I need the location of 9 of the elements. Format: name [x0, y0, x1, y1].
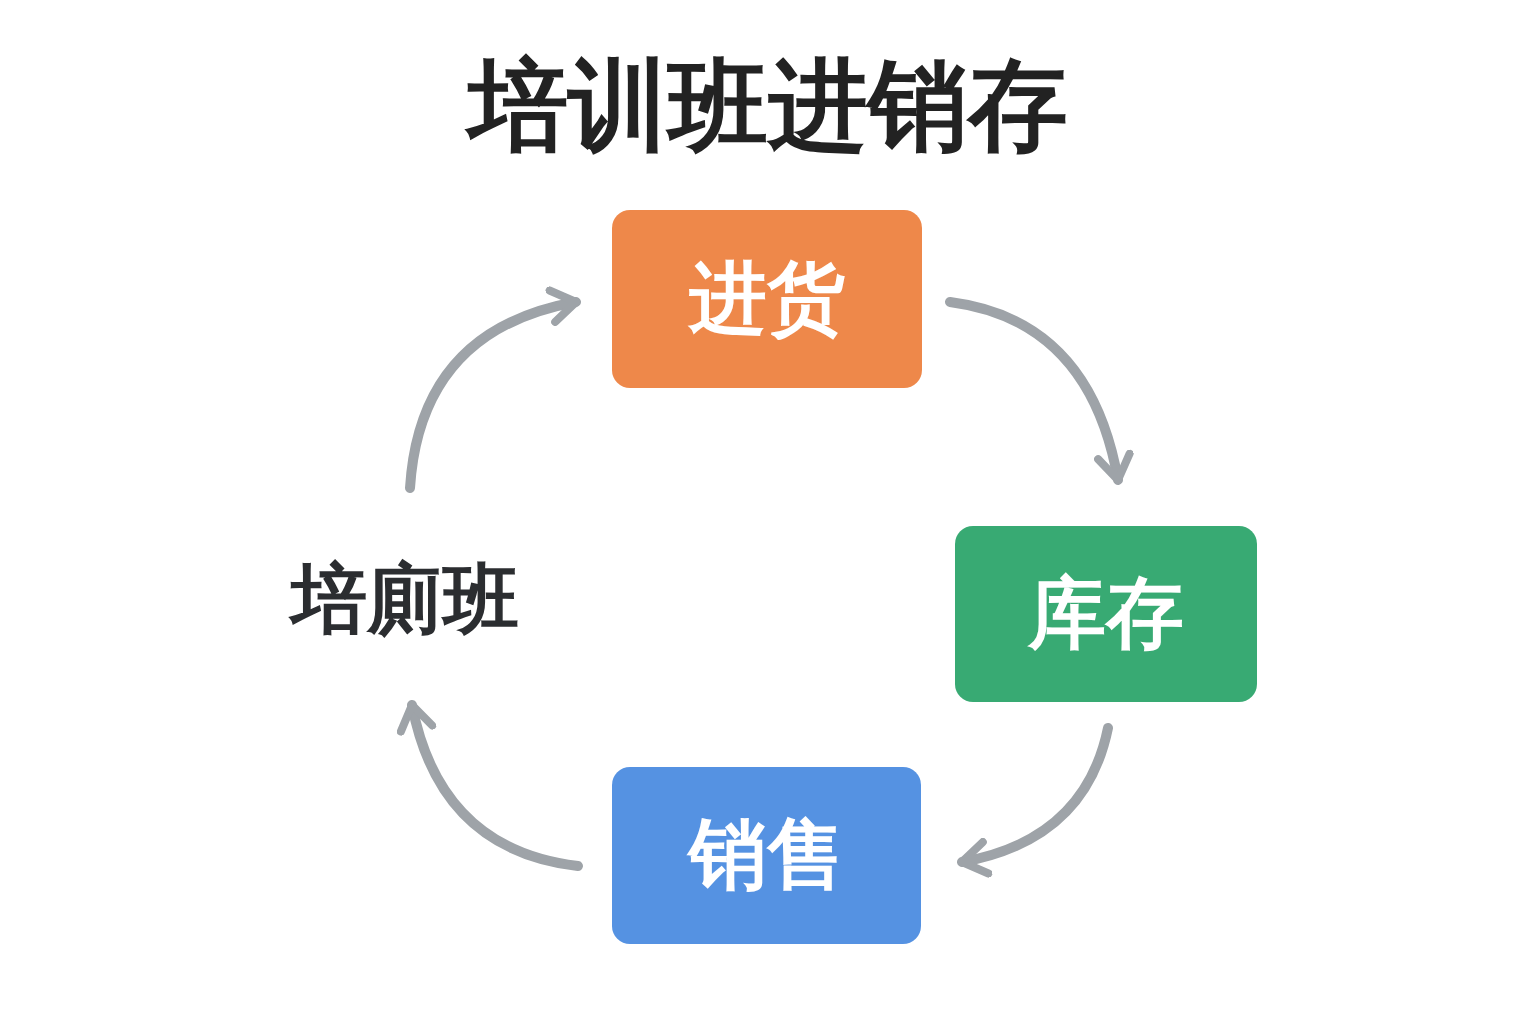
process-box: 进货 [612, 210, 922, 388]
arrow [957, 723, 1113, 877]
arrow [397, 700, 583, 871]
arrow [405, 287, 581, 493]
title: 培训班进销存 [0, 40, 1536, 175]
stage-label: 培廁班 [270, 550, 540, 650]
arrow [945, 297, 1133, 485]
process-box: 库存 [955, 526, 1257, 702]
process-box: 销售 [612, 767, 921, 944]
